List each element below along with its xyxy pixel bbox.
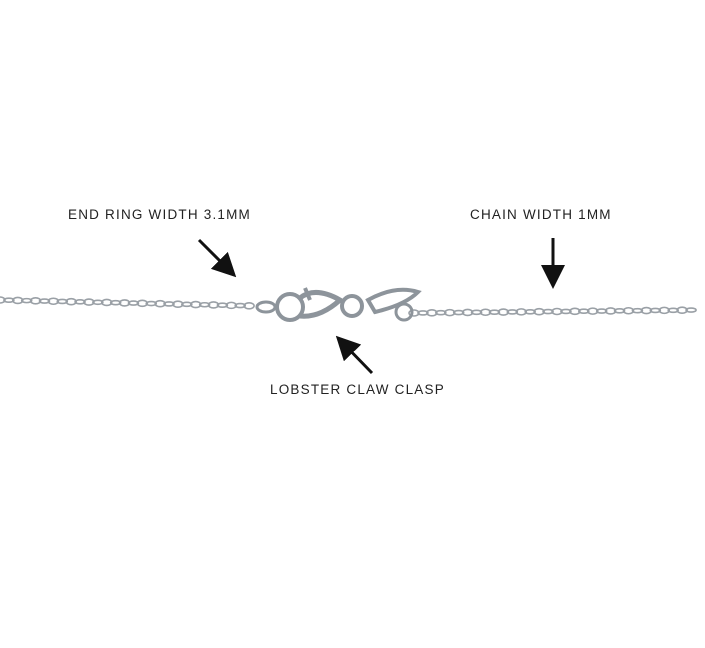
end-ring-label: END RING WIDTH 3.1MM	[68, 207, 252, 222]
chain-link	[225, 301, 238, 310]
chain-link	[452, 309, 465, 316]
lobster-claw-clasp	[255, 287, 422, 322]
chain-link	[613, 308, 626, 314]
chain-link	[586, 307, 599, 315]
chain-link	[640, 306, 653, 315]
chain-link	[172, 300, 184, 308]
chain-link	[29, 297, 42, 305]
chain-link	[243, 301, 255, 310]
chain-link	[38, 298, 51, 304]
chain-link	[631, 307, 644, 314]
chain-link	[109, 299, 122, 306]
chain-link	[551, 307, 563, 316]
chain-link	[189, 300, 202, 309]
chain-link	[216, 302, 229, 308]
chain-link	[426, 309, 438, 317]
chain-link	[622, 306, 635, 315]
chain-link	[569, 307, 581, 316]
chain-link	[198, 301, 211, 308]
clasp-arrow	[335, 335, 374, 375]
chain-link	[408, 309, 420, 317]
chain-link	[515, 308, 528, 316]
chain-link	[234, 302, 247, 309]
chain-width-label: CHAIN WIDTH 1MM	[470, 207, 612, 222]
chain-link	[604, 307, 617, 315]
chain-link	[417, 310, 429, 316]
chain-link	[497, 308, 510, 316]
chain-link	[3, 297, 15, 304]
chain-link	[0, 296, 6, 304]
chain-link	[470, 309, 483, 316]
chain-link	[47, 297, 60, 306]
chain-link	[163, 301, 175, 307]
chain-link	[560, 308, 572, 315]
chain-link	[100, 298, 113, 307]
chain-link	[65, 297, 77, 306]
chain-link	[136, 299, 149, 308]
chain-link	[207, 301, 220, 309]
chain-link	[658, 306, 671, 315]
chain-link	[676, 306, 688, 314]
chain-link	[667, 307, 679, 314]
chain-link	[578, 308, 590, 315]
chain-link	[506, 309, 519, 315]
chain-link	[685, 307, 697, 313]
chain-link	[461, 308, 474, 317]
chain-link	[127, 300, 140, 306]
chain-link	[595, 308, 608, 314]
chain-link	[145, 300, 158, 307]
chain-link	[83, 298, 95, 306]
chain-link	[154, 299, 166, 308]
chain-link	[649, 307, 662, 314]
chain-link	[435, 309, 447, 316]
chain-link	[118, 299, 131, 307]
chain-link	[524, 308, 536, 315]
chain-link	[443, 308, 456, 317]
clasp-label: LOBSTER CLAW CLASP	[270, 382, 445, 397]
chain-link	[20, 297, 33, 304]
chain-link	[56, 298, 69, 305]
chain-right	[408, 306, 697, 317]
chain-link	[92, 299, 104, 306]
chain-link	[533, 307, 545, 316]
chain-link	[74, 299, 86, 305]
chain-link	[542, 308, 554, 315]
chain-link	[181, 301, 193, 308]
chain-link	[488, 309, 501, 315]
chain-link	[11, 296, 24, 305]
end-ring-arrow	[197, 238, 237, 278]
chain-left	[0, 296, 255, 310]
chain-link	[479, 308, 492, 317]
